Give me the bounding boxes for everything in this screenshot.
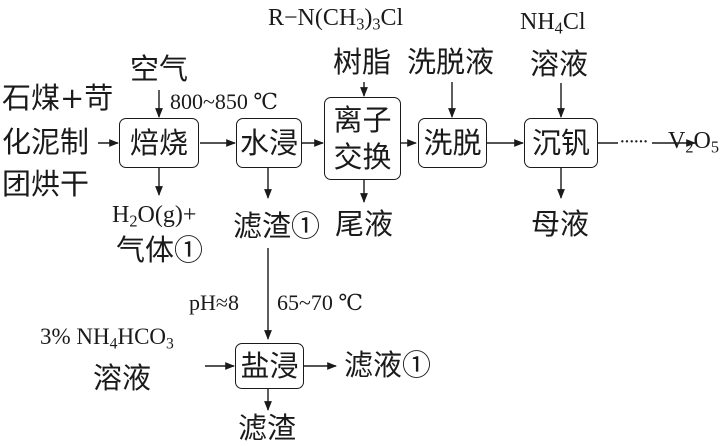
step-ion-exchange: 离子 交换 (324, 97, 401, 180)
resin-formula: R−N(CH3)3Cl (268, 5, 404, 34)
step-elution: 洗脱 (418, 118, 487, 168)
raw-material-line-2: 化泥制 (2, 125, 90, 159)
step-water-leaching: 水浸 (236, 118, 302, 168)
raw-material-line-3: 团烘干 (2, 167, 90, 201)
step-salt-leaching-label: 盐浸 (240, 348, 299, 383)
air-label: 空气 (130, 52, 189, 86)
step-elution-label: 洗脱 (423, 125, 482, 160)
step-vanadium-precipitation: 沉钒 (524, 118, 598, 168)
nh4hco3-formula: 3% NH4HCO3 (40, 324, 174, 353)
step-salt-leaching: 盐浸 (235, 343, 304, 389)
residue-label: 滤渣 (238, 411, 297, 445)
step-roasting: 焙烧 (119, 118, 199, 168)
mother-liquor-label: 母液 (531, 207, 590, 241)
nh4cl-solution-label: 溶液 (530, 47, 589, 81)
nh4hco3-solution-label: 溶液 (93, 361, 152, 395)
residue-1-label: 滤渣① (233, 209, 321, 243)
ph-condition: pH≈8 (189, 290, 239, 315)
ellipsis: ······ (619, 131, 649, 153)
step-water-leaching-label: 水浸 (239, 125, 298, 160)
roast-temperature: 800~850 ℃ (170, 89, 279, 114)
raw-material-line-1: 石煤+苛 (2, 81, 114, 115)
product-formula: V2O5 (668, 128, 719, 157)
roast-gas-formula: H2O(g)+ (112, 202, 197, 231)
step-roasting-label: 焙烧 (129, 125, 188, 160)
step-ion-exchange-label: 离子 交换 (333, 103, 392, 174)
filtrate-1-label: 滤液① (344, 348, 432, 382)
step-vanadium-precipitation-label: 沉钒 (531, 125, 590, 160)
tail-liquid-label: 尾液 (335, 207, 394, 241)
eluent-label: 洗脱液 (407, 45, 495, 79)
nh4cl-formula: NH4Cl (520, 9, 586, 38)
salt-leach-temperature: 65~70 ℃ (277, 290, 364, 315)
resin-label: 树脂 (333, 45, 392, 79)
roast-gas-2-label: 气体① (116, 233, 204, 267)
